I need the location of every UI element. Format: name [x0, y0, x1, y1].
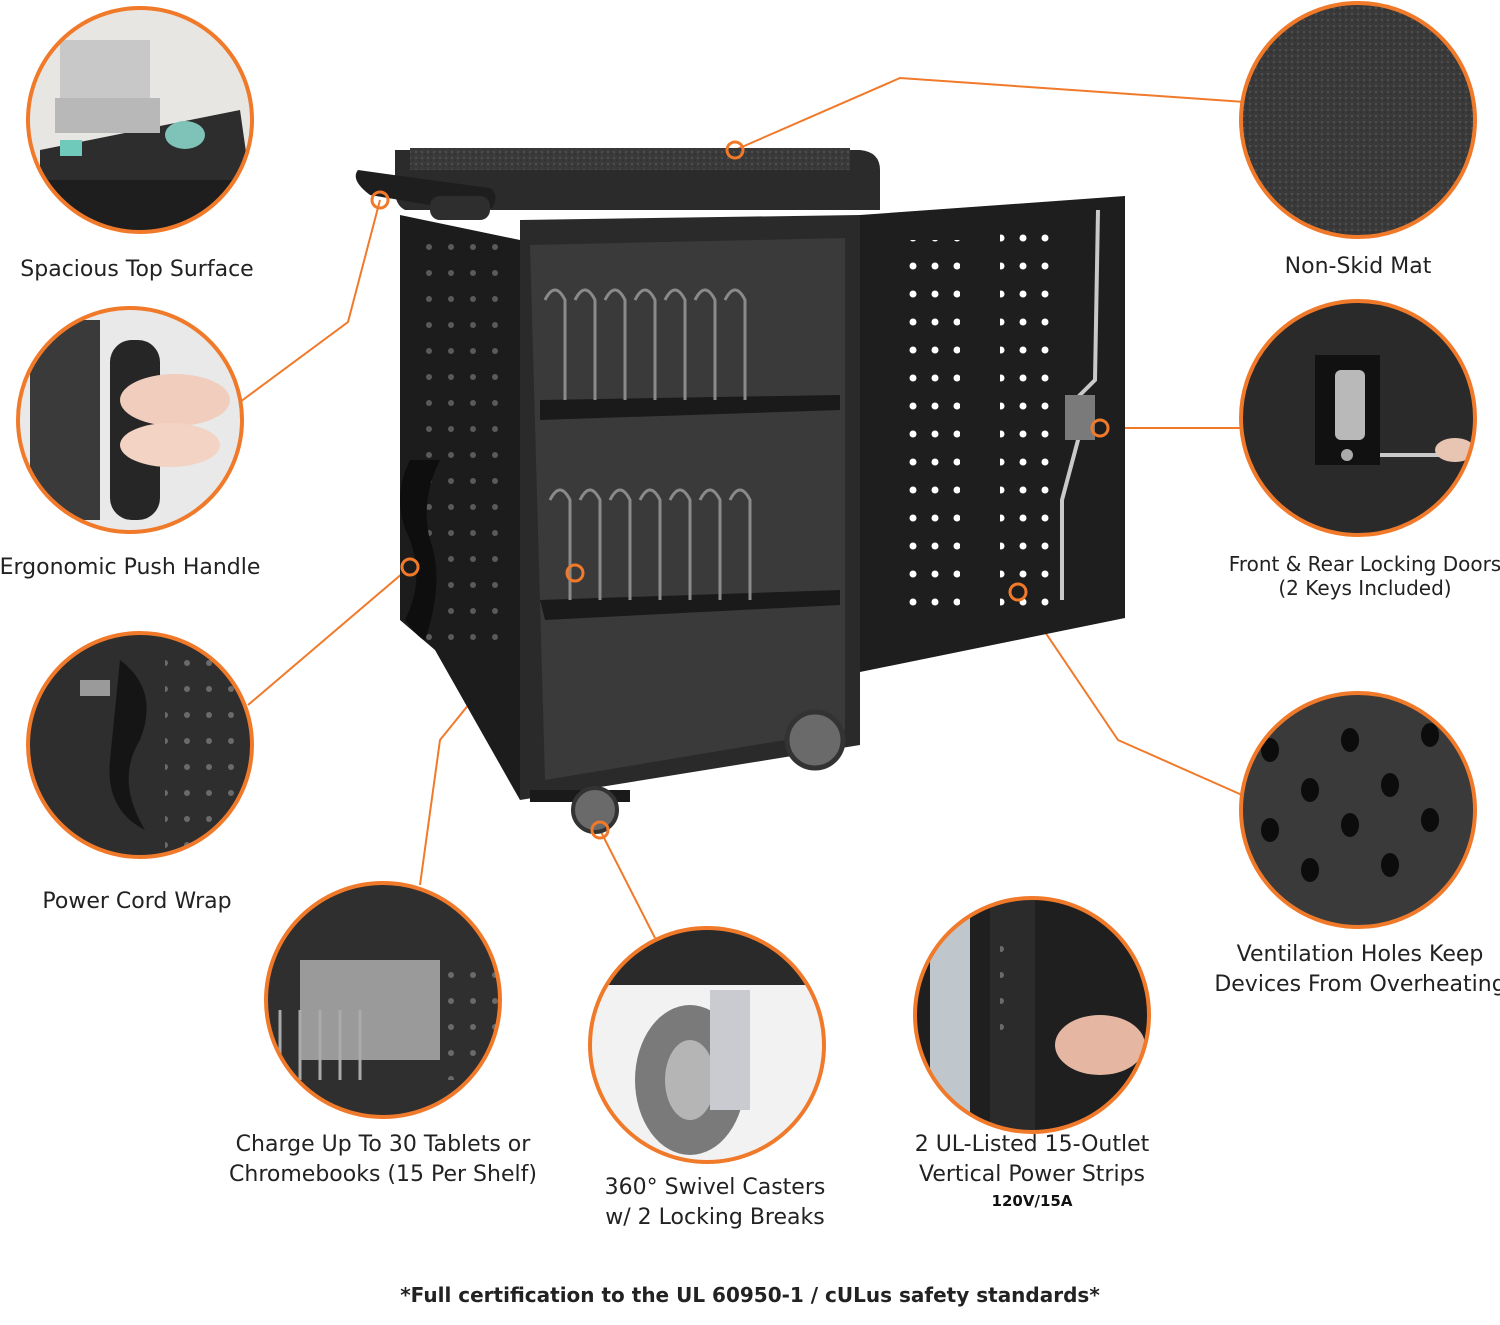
detail-cord-wrap [26, 631, 254, 859]
detail-charge-shelf [264, 881, 502, 1119]
label-non-skid-mat: Non-Skid Mat [1284, 254, 1432, 279]
label-locking-doors: Front & Rear Locking Doors (2 Keys Inclu… [1228, 552, 1500, 600]
label-ventilation: Ventilation Holes Keep Devices From Over… [1214, 942, 1500, 997]
label-charge-capacity: Charge Up To 30 Tablets or Chromebooks (… [229, 1132, 537, 1187]
detail-top-surface [26, 6, 254, 234]
detail-push-handle [16, 306, 244, 534]
detail-ventilation [1239, 691, 1477, 929]
detail-swivel-caster [588, 926, 826, 1164]
label-swivel-casters: 360° Swivel Casters w/ 2 Locking Breaks [604, 1175, 826, 1230]
label-cord-wrap: Power Cord Wrap [42, 889, 232, 914]
label-top-surface: Spacious Top Surface [20, 257, 254, 282]
detail-locking-door [1239, 299, 1477, 537]
certification-footnote: *Full certification to the UL 60950-1 / … [400, 1283, 1100, 1307]
label-power-strips: 2 UL-Listed 15-Outlet Vertical Power Str… [914, 1132, 1150, 1210]
charging-cart-illustration [355, 140, 1125, 840]
label-push-handle: Ergonomic Push Handle [0, 555, 261, 580]
detail-power-strip [913, 896, 1151, 1134]
detail-non-skid-mat [1239, 1, 1477, 239]
power-rating: 120V/15A [991, 1192, 1073, 1210]
